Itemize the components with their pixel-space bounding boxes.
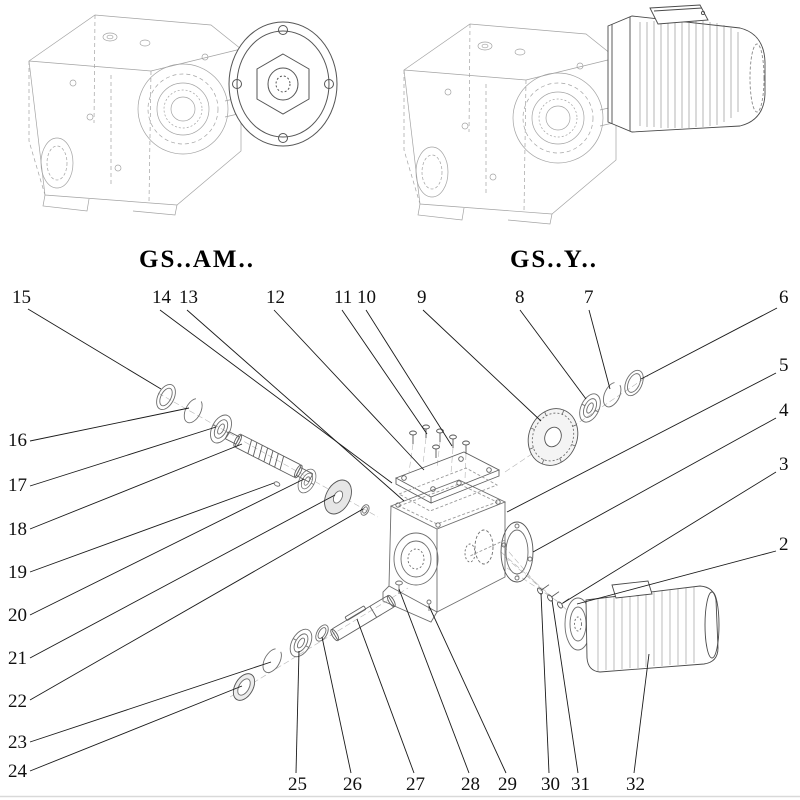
- snap-ring-7: [599, 380, 625, 411]
- leader-line-5: [506, 372, 777, 513]
- variant-label-gsam: GS..AM..: [139, 246, 255, 273]
- leader-line-6: [640, 307, 778, 380]
- leader-line-7: [588, 309, 611, 390]
- leader-line-23: [29, 661, 272, 743]
- callout-12: 12: [266, 287, 285, 308]
- leader-line-8: [519, 309, 587, 400]
- callout-19: 19: [8, 562, 27, 583]
- callout-4: 4: [779, 400, 789, 421]
- gearbox-gsy-drawing: [403, 4, 766, 225]
- leader-line-14: [159, 309, 393, 484]
- leader-line-12: [273, 309, 425, 471]
- leader-line-29: [428, 605, 507, 774]
- leader-line-10: [365, 309, 453, 447]
- callout-17: 17: [8, 475, 27, 496]
- motor-drawing: [607, 4, 766, 133]
- leader-line-27: [356, 618, 415, 774]
- cover-plate: [394, 451, 501, 504]
- callout-29: 29: [498, 774, 517, 795]
- callout-21: 21: [8, 648, 27, 669]
- leader-line-28: [398, 588, 470, 774]
- spacer-ring-26: [315, 624, 329, 642]
- callout-3: 3: [779, 454, 789, 475]
- leader-line-3: [562, 471, 777, 604]
- callout-10: 10: [357, 287, 376, 308]
- callout-25: 25: [288, 774, 307, 795]
- leader-line-15: [27, 308, 162, 390]
- leader-line-16: [29, 407, 190, 442]
- callout-27: 27: [406, 774, 425, 795]
- seal-ring-15: [156, 383, 176, 411]
- input-shaft-parts: [156, 383, 372, 518]
- callout-8: 8: [515, 287, 525, 308]
- output-shaft-27: [330, 594, 396, 642]
- callout-32: 32: [626, 774, 645, 795]
- leader-line-31: [551, 599, 579, 774]
- callout-23: 23: [8, 732, 27, 753]
- leader-line-13: [186, 309, 405, 502]
- leader-line-26: [321, 636, 352, 774]
- motor-body-32: [585, 580, 720, 673]
- motor-exploded: [564, 580, 720, 673]
- callout-28: 28: [461, 774, 480, 795]
- shim-ring-6: [624, 369, 644, 397]
- callout-13: 13: [179, 287, 198, 308]
- gasket: [397, 467, 499, 512]
- callout-18: 18: [8, 519, 27, 540]
- callout-14: 14: [152, 287, 172, 308]
- pin-29: [426, 599, 432, 611]
- leader-line-21: [29, 494, 336, 659]
- callout-24: 24: [8, 761, 28, 782]
- callout-5: 5: [779, 355, 789, 376]
- seal-ring-24: [228, 669, 260, 705]
- leader-line-2: [576, 550, 777, 605]
- output-flange: [228, 21, 338, 147]
- small-fasteners: [395, 580, 432, 611]
- callout-31: 31: [571, 774, 590, 795]
- callout-6: 6: [779, 287, 789, 308]
- output-shaft-parts: [228, 594, 396, 705]
- bearing-25: [285, 625, 317, 661]
- callout-15: 15: [12, 287, 31, 308]
- gear-parts: [527, 369, 644, 466]
- output-cover-parts: [500, 521, 572, 610]
- leader-line-18: [29, 443, 243, 530]
- cover-parts: [394, 424, 501, 512]
- callout-22: 22: [8, 691, 27, 712]
- washer-disc-21: [324, 479, 352, 515]
- gearbox-gsam-drawing: [28, 14, 338, 216]
- leader-line-32: [633, 653, 650, 774]
- snap-ring-23: [258, 646, 286, 677]
- callout-7: 7: [584, 287, 594, 308]
- callout-30: 30: [541, 774, 560, 795]
- motor-flange-2: [564, 597, 592, 651]
- worm-shaft-18: [225, 431, 313, 482]
- leader-line-25: [295, 650, 300, 774]
- callout-11: 11: [334, 287, 352, 308]
- leader-line-11: [341, 309, 428, 435]
- leader-line-24: [29, 685, 243, 772]
- leader-line-30: [540, 592, 550, 774]
- callout-20: 20: [8, 605, 27, 626]
- bearing-8: [575, 390, 605, 426]
- leader-line-20: [29, 478, 305, 616]
- leader-line-9: [422, 309, 542, 422]
- cover-flange-4: [500, 521, 534, 583]
- leader-line-17: [29, 426, 217, 487]
- helical-gear-9: [527, 408, 579, 466]
- leader-line-22: [29, 508, 364, 701]
- snap-ring-16: [180, 396, 206, 427]
- leader-line-4: [532, 417, 777, 553]
- housing: [382, 479, 507, 623]
- leader-line-19: [29, 482, 275, 573]
- callout-2: 2: [779, 534, 789, 555]
- callout-9: 9: [417, 287, 427, 308]
- exploded-view: [156, 369, 720, 705]
- callout-26: 26: [343, 774, 362, 795]
- callout-16: 16: [8, 430, 27, 451]
- pin-19: [273, 481, 281, 487]
- variant-label-gsy: GS..Y..: [510, 246, 598, 273]
